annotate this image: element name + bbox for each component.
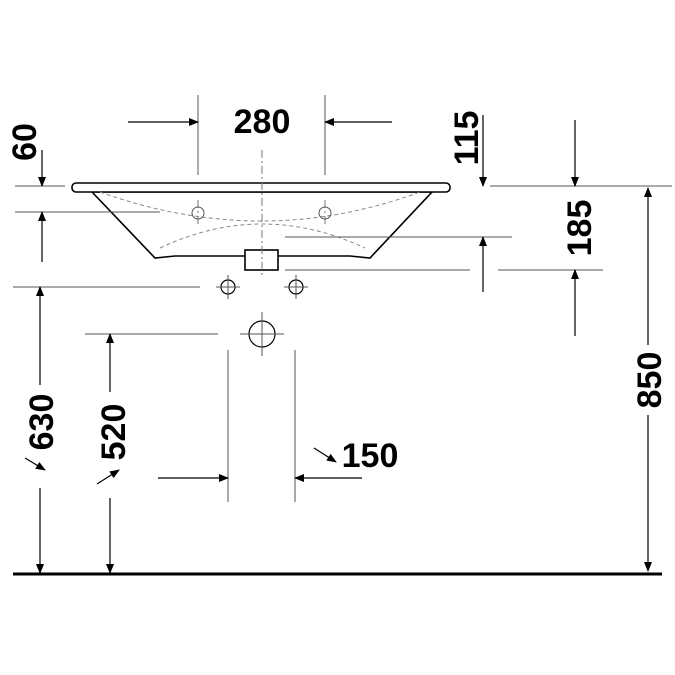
dim-label-630: 630 bbox=[23, 394, 61, 451]
dimension-280: 280 bbox=[128, 95, 392, 175]
dimension-520: 520 bbox=[85, 333, 218, 574]
dim-label-280: 280 bbox=[234, 103, 291, 141]
dim-label-520: 520 bbox=[95, 404, 133, 461]
dim-label-850: 850 bbox=[631, 352, 669, 409]
dimension-850: 850 bbox=[631, 187, 669, 572]
dim-label-150: 150 bbox=[342, 437, 399, 475]
dimension-630: 630 bbox=[13, 286, 200, 574]
dimension-115: 115 bbox=[285, 111, 672, 292]
dim-label-115: 115 bbox=[448, 111, 486, 166]
wall-holes bbox=[216, 275, 308, 356]
dimension-60: 60 bbox=[6, 123, 160, 262]
basin bbox=[71, 150, 451, 275]
dim-label-60: 60 bbox=[6, 123, 44, 161]
dimension-150: 150 bbox=[158, 350, 398, 502]
dim-label-185: 185 bbox=[561, 200, 599, 257]
dimension-185: 185 bbox=[285, 120, 603, 336]
